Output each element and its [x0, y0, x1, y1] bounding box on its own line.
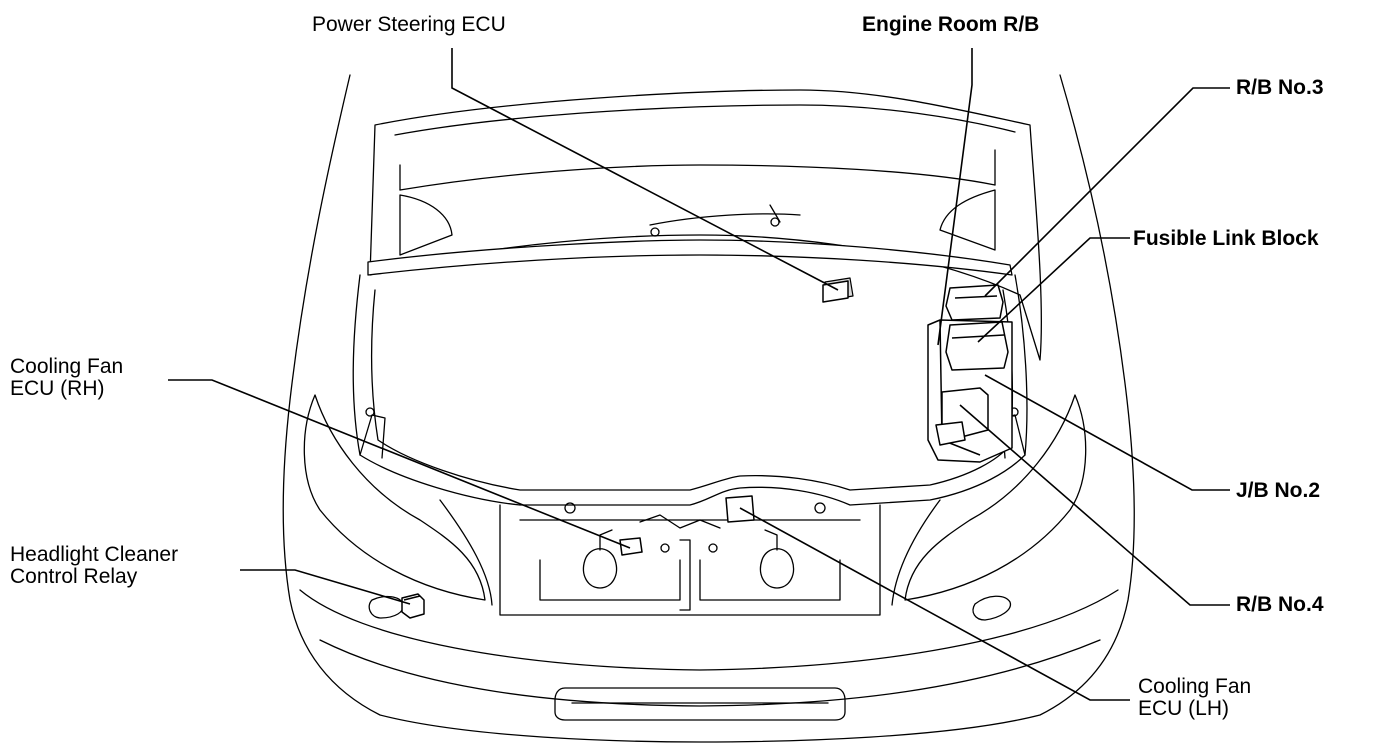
- label-headlight-cleaner-relay: Headlight Cleaner Control Relay: [10, 544, 178, 588]
- leader-lines: [168, 48, 1230, 701]
- leader-engine-room-rb: [937, 48, 973, 346]
- horn-right: [759, 529, 795, 589]
- label-jb-no2: J/B No.2: [1236, 479, 1321, 502]
- label-cooling-fan-ecu-rh: Cooling Fan ECU (RH): [10, 356, 123, 400]
- label-cooling-fan-ecu-rh-line2: ECU (RH): [10, 377, 105, 400]
- label-cooling-fan-ecu-lh-line1: Cooling Fan: [1138, 675, 1252, 698]
- cooling-fan-ecu-lh-module: [725, 495, 755, 523]
- label-cooling-fan-ecu-lh-line2: ECU (LH): [1138, 697, 1230, 720]
- car-body: [282, 74, 1135, 743]
- leader-power-steering-ecu: [451, 48, 839, 291]
- label-cooling-fan-ecu-lh: Cooling Fan ECU (LH): [1138, 676, 1251, 720]
- rb-no3-module: [945, 284, 1004, 321]
- label-power-steering-ecu: Power Steering ECU: [312, 13, 506, 36]
- label-rb-no4: R/B No.4: [1236, 593, 1324, 616]
- headlight-cleaner-relay-module: [401, 593, 425, 619]
- horn-left: [582, 529, 618, 589]
- rb-no4-module: [935, 387, 989, 446]
- leader-rb-no3: [984, 87, 1230, 297]
- label-cooling-fan-ecu-rh-line1: Cooling Fan: [10, 355, 124, 378]
- leader-headlight-cleaner: [240, 569, 411, 605]
- leader-fusible-link-block: [977, 237, 1130, 343]
- leader-jb-no2: [984, 374, 1230, 491]
- label-rb-no3: R/B No.3: [1236, 76, 1324, 99]
- label-engine-room-rb: Engine Room R/B: [862, 13, 1040, 36]
- leader-cooling-fan-ecu-lh: [739, 507, 1130, 701]
- label-headlight-cleaner-line1: Headlight Cleaner: [10, 543, 179, 566]
- hood: [369, 89, 1043, 361]
- label-fusible-link-block: Fusible Link Block: [1133, 227, 1319, 250]
- cooling-fan-ecu-rh-module: [619, 537, 643, 556]
- leader-rb-no4: [959, 404, 1230, 606]
- leader-cooling-fan-ecu-rh: [168, 379, 631, 549]
- label-headlight-cleaner-line2: Control Relay: [10, 565, 138, 588]
- fusible-link-block-module: [945, 321, 1009, 371]
- engine-compartment: [303, 239, 1087, 616]
